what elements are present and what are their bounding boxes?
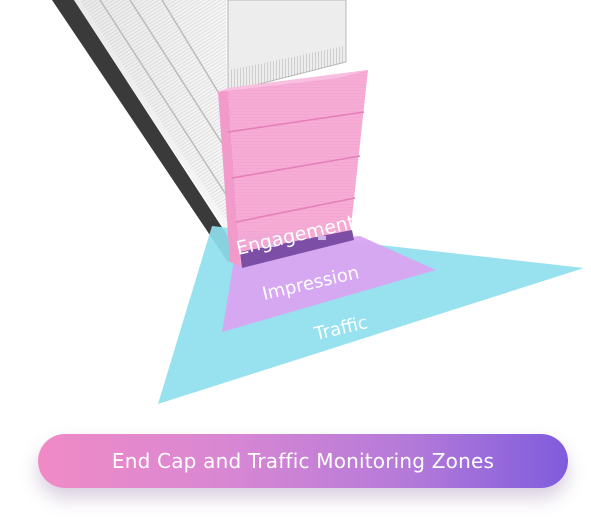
aisle-base-shadow — [52, 0, 242, 262]
aisle-top-rim-lines — [230, 46, 344, 92]
engagement-shelf-line — [235, 197, 356, 223]
impression-zone — [222, 236, 436, 332]
engagement-box-top — [218, 70, 368, 92]
aisle-shelf-edge — [99, 0, 237, 211]
caption-banner: End Cap and Traffic Monitoring Zones — [38, 434, 568, 488]
base-tag — [268, 243, 276, 247]
base-tag — [318, 236, 326, 240]
engagement-zone — [218, 70, 368, 268]
engagement-box-side — [218, 88, 240, 266]
engagement-shelf-line — [231, 155, 361, 179]
shelf-aisle — [52, 0, 347, 262]
engagement-shelf-line — [227, 111, 365, 133]
caption-title: End Cap and Traffic Monitoring Zones — [111, 449, 495, 473]
aisle-shelf-edge — [129, 0, 237, 166]
aisle-side-hatch — [80, 0, 240, 240]
